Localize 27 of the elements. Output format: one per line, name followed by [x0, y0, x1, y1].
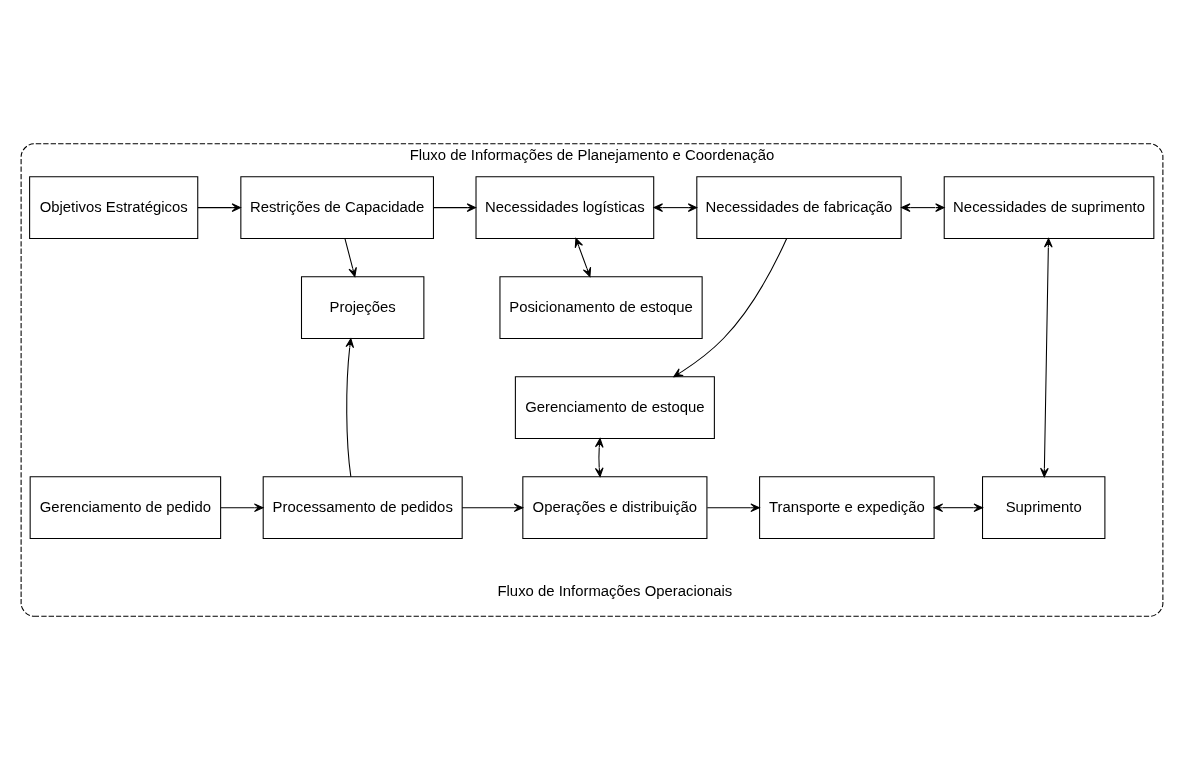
node-box: Objetivos Estratégicos	[29, 176, 199, 239]
node-box: Posicionamento de estoque	[499, 276, 703, 340]
arrow	[933, 503, 984, 513]
arrow	[706, 503, 760, 513]
node-box: Transporte e expedição	[759, 476, 935, 540]
node-box: Restrições de Capacidade	[240, 176, 434, 239]
arrow	[220, 503, 264, 513]
arrow	[574, 238, 592, 278]
arrow	[1040, 238, 1053, 478]
node-box: Gerenciamento de pedido	[29, 476, 222, 540]
node-box: Gerenciamento de estoque	[514, 376, 715, 440]
node-box: Necessidades de fabricação	[696, 176, 902, 239]
node-box: Projeções	[300, 276, 425, 340]
arrow	[345, 338, 355, 478]
arrow	[461, 503, 524, 513]
node-box: Necessidades logísticas	[475, 176, 655, 239]
arrow	[653, 203, 698, 212]
arrow	[673, 238, 788, 378]
node-box: Suprimento	[982, 476, 1106, 540]
arrow	[901, 203, 945, 212]
arrow	[197, 203, 242, 212]
arrow	[433, 203, 477, 212]
arrow	[594, 438, 604, 478]
node-box: Operações e distribuição	[522, 476, 708, 540]
node-box: Necessidades de suprimento	[943, 176, 1155, 239]
node-box: Processamento de pedidos	[262, 476, 463, 540]
arrow	[344, 238, 357, 278]
